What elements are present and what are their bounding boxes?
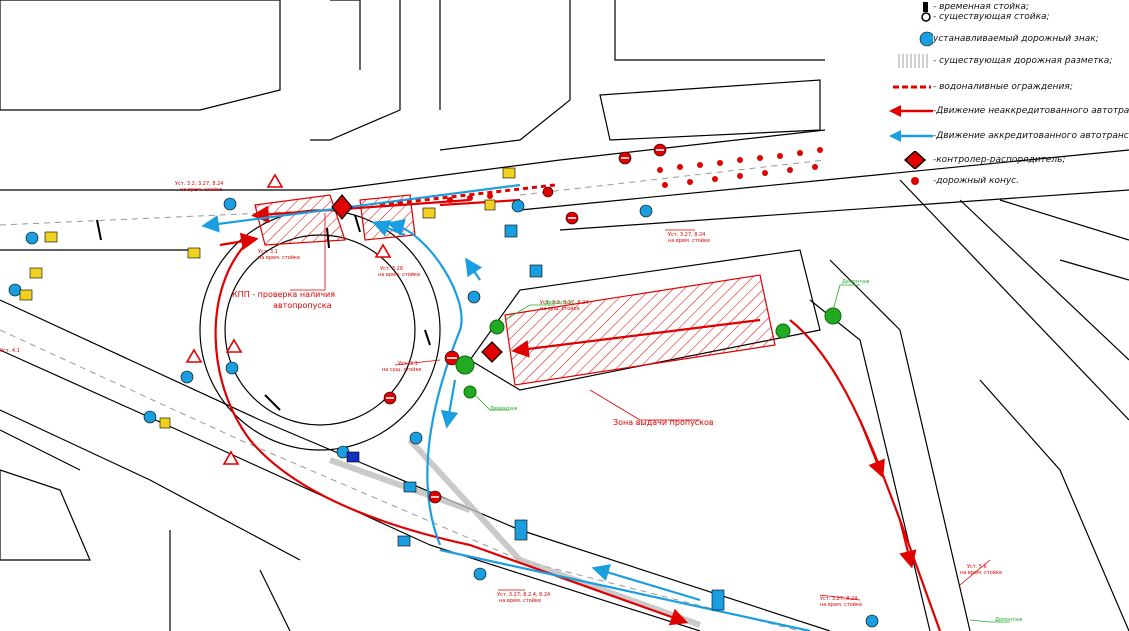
sign-label-g-sub: на врем. стойке: [820, 602, 863, 608]
removal-label-4: Демонтаж: [995, 617, 1023, 623]
checkpoint-label-2: автопропуска: [273, 301, 332, 310]
sign-label-j: Уст. 4.1: [0, 348, 20, 354]
blue-route: [201, 183, 811, 631]
controllers: [331, 194, 503, 363]
pass-issue-zone: [504, 274, 776, 386]
blue-sign-icon: [885, 30, 935, 48]
legend-temp-post: - временная стойка;: [885, 0, 1029, 16]
checkpoint-zone: [254, 194, 346, 246]
legend-accredited: -Движение аккредитованного автотранспорт…: [885, 127, 1129, 145]
sign-label-a-sub: на врем. стойке: [180, 187, 223, 193]
sign-label-c-sub: на врем. стойке: [378, 272, 421, 278]
legend-existing-post: - существующая стойка;: [885, 8, 1050, 26]
sign-label-f-sub: на врем. стойке: [499, 598, 542, 604]
legend-installed-sign: устанавливаемый дорожный знак;: [885, 30, 1099, 48]
cones: [447, 147, 823, 203]
sign-label-e: Уст. 3.1: [398, 361, 418, 367]
installed-signs: [8, 197, 879, 628]
red-route: [214, 198, 942, 631]
gray-lanes: [328, 437, 702, 628]
removal-label-3: Демонтаж: [490, 406, 518, 412]
checkpoint-label-1: КПП - проверка наличия: [232, 290, 336, 299]
sign-label-b: Уст. 3.1: [258, 249, 278, 255]
legend-unaccredited: -Движение неаккредитованного автотранспо…: [885, 102, 1129, 120]
cone-icon: [885, 172, 933, 190]
temp-posts: [96, 214, 431, 411]
legend-cone: -дорожный конус.: [885, 172, 1019, 190]
temp-post-icon: [885, 0, 933, 16]
sign-label-d-sub: на врем. стойке: [668, 238, 711, 244]
blue-arrow-icon: [885, 127, 933, 145]
sign-boxes: [19, 167, 725, 611]
legend: - временная стойка; - существующая стойк…: [885, 0, 1129, 200]
red-dashed-barrier: [379, 183, 556, 207]
removal-items: [455, 307, 842, 399]
sign-label-g: Уст. 3.27, 8.24: [820, 596, 858, 602]
legend-controller: -контролер-распорядитель;: [885, 150, 1065, 170]
sign-label-i: Уст. 3.2, 3.27, 8.24: [540, 300, 589, 306]
removal-label-1: Демонтаж: [842, 279, 870, 285]
sign-label-d: Уст. 3.27, 8.24: [668, 232, 706, 238]
red-arrow-icon: [885, 102, 933, 120]
warning-signs: [185, 173, 392, 465]
sign-label-e-sub: на сущ. стойке: [382, 367, 422, 373]
label-leaders: [290, 213, 991, 601]
barrier-icon: [885, 78, 933, 96]
controller-icon: [885, 150, 933, 170]
legend-existing-marking: - существующая дорожная разметка;: [885, 52, 1112, 70]
pass-zone-label: Зона выдачи пропусков: [613, 418, 714, 427]
legend-water-barrier: - водоналивные ограждения;: [885, 78, 1073, 96]
sign-label-f: Уст. 3.27, 8.2.4, 8.24: [497, 592, 551, 598]
marking-icon: [885, 52, 933, 70]
sign-label-h: Уст. 5.6: [967, 564, 987, 570]
sign-label-a: Уст. 3.2, 3.27, 8.24: [175, 181, 224, 187]
removal-leaders: [474, 284, 1010, 623]
sign-label-c: Уст. 3.26: [380, 266, 404, 272]
sign-label-h-sub: на врем. стойке: [960, 570, 1003, 576]
sign-label-i-sub: на сущ. стойке: [540, 306, 580, 312]
removal-label-2: Демонтаж: [545, 300, 573, 306]
sign-label-b-sub: на врем. стойке: [258, 255, 301, 261]
existing-post-icon: [885, 8, 933, 26]
